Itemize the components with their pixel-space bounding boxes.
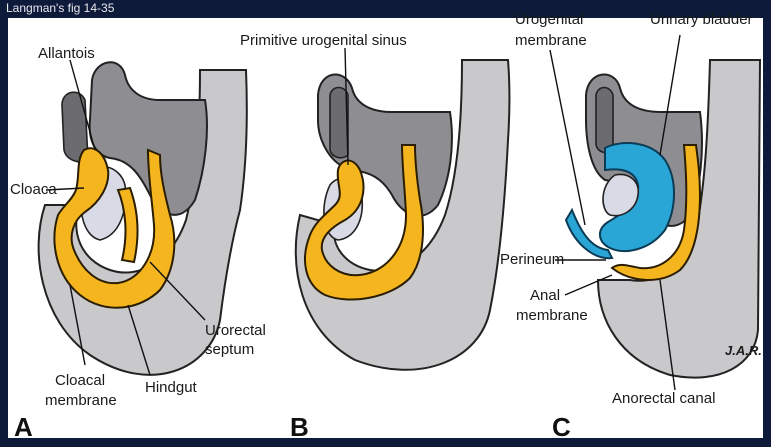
panel-letter-b: B bbox=[290, 412, 309, 442]
panel-letter-c: C bbox=[552, 412, 571, 442]
label-urogenital-membrane-2: membrane bbox=[515, 32, 587, 49]
label-primitive-urogenital-sinus: Primitive urogenital sinus bbox=[240, 32, 407, 49]
label-cloacal-membrane-2: membrane bbox=[45, 392, 117, 409]
allantois-stalk-b bbox=[330, 88, 348, 158]
label-anorectal-canal: Anorectal canal bbox=[612, 390, 715, 407]
allantois-stalk-c bbox=[596, 88, 613, 153]
label-hindgut: Hindgut bbox=[145, 379, 198, 396]
label-allantois: Allantois bbox=[38, 45, 95, 62]
label-anal-membrane-1: Anal bbox=[530, 287, 560, 304]
label-perineum: Perineum bbox=[500, 251, 564, 268]
label-cloacal-membrane-1: Cloacal bbox=[55, 372, 105, 389]
artist-signature: J.A.R. bbox=[725, 343, 762, 358]
label-urogenital-membrane-1: Urogenital bbox=[515, 11, 583, 28]
label-anal-membrane-2: membrane bbox=[516, 307, 588, 324]
panel-letter-a: A bbox=[14, 412, 33, 442]
label-urorectal-1: Urorectal bbox=[205, 322, 266, 339]
label-urorectal-2: septum bbox=[205, 341, 254, 358]
label-cloaca: Cloaca bbox=[10, 181, 57, 198]
label-urinary-bladder: Urinary bladder bbox=[650, 11, 753, 28]
figure-caption: Langman's fig 14-35 bbox=[6, 1, 115, 15]
